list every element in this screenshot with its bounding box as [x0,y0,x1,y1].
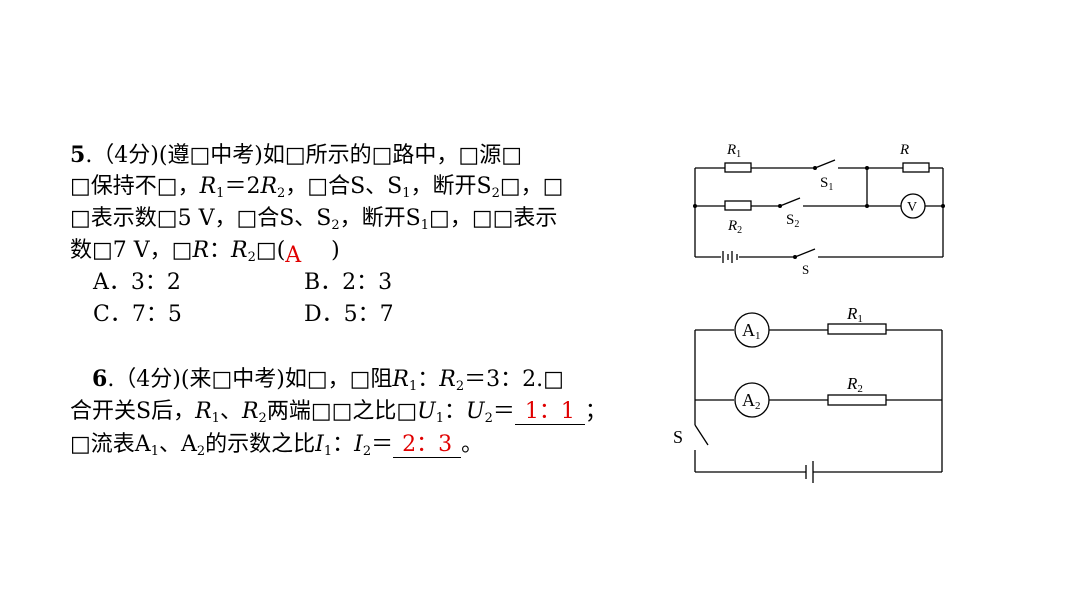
label-a1: A1 [742,320,761,342]
switch-s [694,424,709,446]
q6-answer-1: 1：1 [514,400,585,425]
label-s: S [673,427,683,447]
q6-semicolon: ； [584,399,607,424]
q6-r2-sub: 2 [455,379,465,394]
q5-r2: R [260,174,278,199]
q6-answer-2: 2：3 [393,433,462,458]
label-s1: S1 [820,175,833,193]
q6-u1: U [417,399,436,424]
q6-r1-sub: 1 [409,379,418,394]
q5-text-3c: □，□□表示 [429,206,558,231]
q5-r2-b: R [231,238,248,263]
resistor-r2 [724,200,752,211]
q6-u2: U [466,399,485,424]
q6-colon-3: ： [332,432,355,457]
q5-line-2: □保持不□，R1＝2R2，□合S、S1，断开S2□，□ [70,172,563,209]
q6-text-2b: 两端□□之比□ [266,399,418,424]
q5-r1-sub: 1 [216,186,225,201]
q6-text-1a: .（4分)(来□中考)如□，□阻 [107,367,393,392]
q6-i1: I [315,432,324,457]
resistor-r1 [827,323,887,335]
q6-number: 6 [92,366,108,392]
q5-paren-close: ) [331,238,340,263]
q5-text-2b: ，□合S、S [285,174,403,199]
q5-option-d: D．5：7 [304,302,394,327]
q6-text-2a: 合开关S后， [70,399,196,424]
q6-a1-sub: 1 [150,444,159,459]
q6-colon-1: ： [417,367,440,392]
q6-text-3b: 的示数之比 [205,432,316,457]
q5-r: R [192,238,210,263]
q5-r1: R [199,174,217,199]
q6-period: 。 [461,432,484,457]
resistor-r2 [827,394,887,406]
q5-option-b: B．2：3 [304,270,393,295]
q5-line-1: 5.（4分)(遵□中考)如□所示的□路中，□源□ [70,140,522,171]
label-r1: R1 [726,142,741,160]
q6-eq-2: ＝ [371,432,394,457]
label-r1: R1 [846,304,863,325]
q6-colon-2: ： [444,399,467,424]
q5-s2-sub: 2 [491,186,500,201]
q5-paren-open: □( [255,238,286,263]
q5-option-a: A．3：2 [93,270,181,295]
q5-text-3a: □表示数□5 V，□合S、S [70,206,332,231]
q5-line-3: □表示数□5 V，□合S、S2，断开S1□，□□表示 [70,204,557,241]
q6-r1: R [392,367,409,392]
q6-l2-r1-sub: 1 [211,411,220,426]
label-v: V [907,200,917,215]
label-s: S [802,262,809,277]
q5-eq: ＝2 [224,174,261,199]
label-r: R [899,142,909,158]
label-s2: S2 [786,212,799,230]
q6-l2-r2-sub: 2 [258,411,267,426]
q6-text-3sep: 、A [158,432,197,457]
q6-a2-sub: 2 [196,444,206,459]
switch-s1 [814,159,836,169]
q5-text-3b: ，断开S [339,206,421,231]
q5-line-4: 数□7 V，□R：R2□(A) [70,236,340,273]
resistor-r [902,162,930,173]
label-r2: R2 [727,218,742,236]
q6-u1-sub: 1 [435,411,444,426]
q5-text-3-sub2: 1 [420,218,430,233]
switch-s [794,248,816,258]
q5-text-2d: □，□ [499,174,564,199]
q5-text-3-sub: 2 [331,218,340,233]
q6-i2: I [354,432,363,457]
q6-line-3: □流表A1、A2的示数之比I1：I2＝2：3。 [70,430,483,467]
circuit-diagram-q5: R1 R S1 R2 S2 S V [693,142,945,277]
resistor-r1 [724,162,752,173]
q6-i1-sub: 1 [323,444,333,459]
q5-r2-sub: 2 [277,186,286,201]
q6-l2-sep: 、 [219,399,242,424]
q6-u2-sub: 2 [484,411,493,426]
label-a2: A2 [742,390,761,412]
q6-i2-sub: 2 [362,444,372,459]
q5-text-4a: 数□7 V，□ [70,238,193,263]
q6-l2-r1: R [195,399,212,424]
q5-text-2a: □保持不□， [70,174,200,199]
label-r2: R2 [846,374,863,395]
q6-line-1: 6.（4分)(来□中考)如□，□阻R1：R2＝3：2.□ [70,364,564,402]
q5-option-c: C．7：5 [93,302,182,327]
q5-number: 5 [70,142,86,168]
q5-colon: ： [209,238,232,263]
q6-r2: R [439,367,456,392]
q6-l2-r2: R [241,399,259,424]
q6-line-2: 合开关S后，R1、R2两端□□之比□U1：U2＝1：1； [70,397,607,434]
circuit-diagram-q6: A1 R1 A2 R2 S [673,304,943,483]
q5-answer: A [285,243,302,268]
switch-s2 [779,197,801,207]
q5-text-1: .（4分)(遵□中考)如□所示的□路中，□源□ [85,143,522,168]
q6-text-1b: ＝3：2.□ [464,367,564,392]
q5-r2-b-sub: 2 [247,250,256,265]
q5-s1-sub: 1 [402,186,411,201]
q6-text-3a: □流表A [70,432,151,457]
q6-eq-1: ＝ [492,399,515,424]
q5-text-2c: ，断开S [410,174,492,199]
